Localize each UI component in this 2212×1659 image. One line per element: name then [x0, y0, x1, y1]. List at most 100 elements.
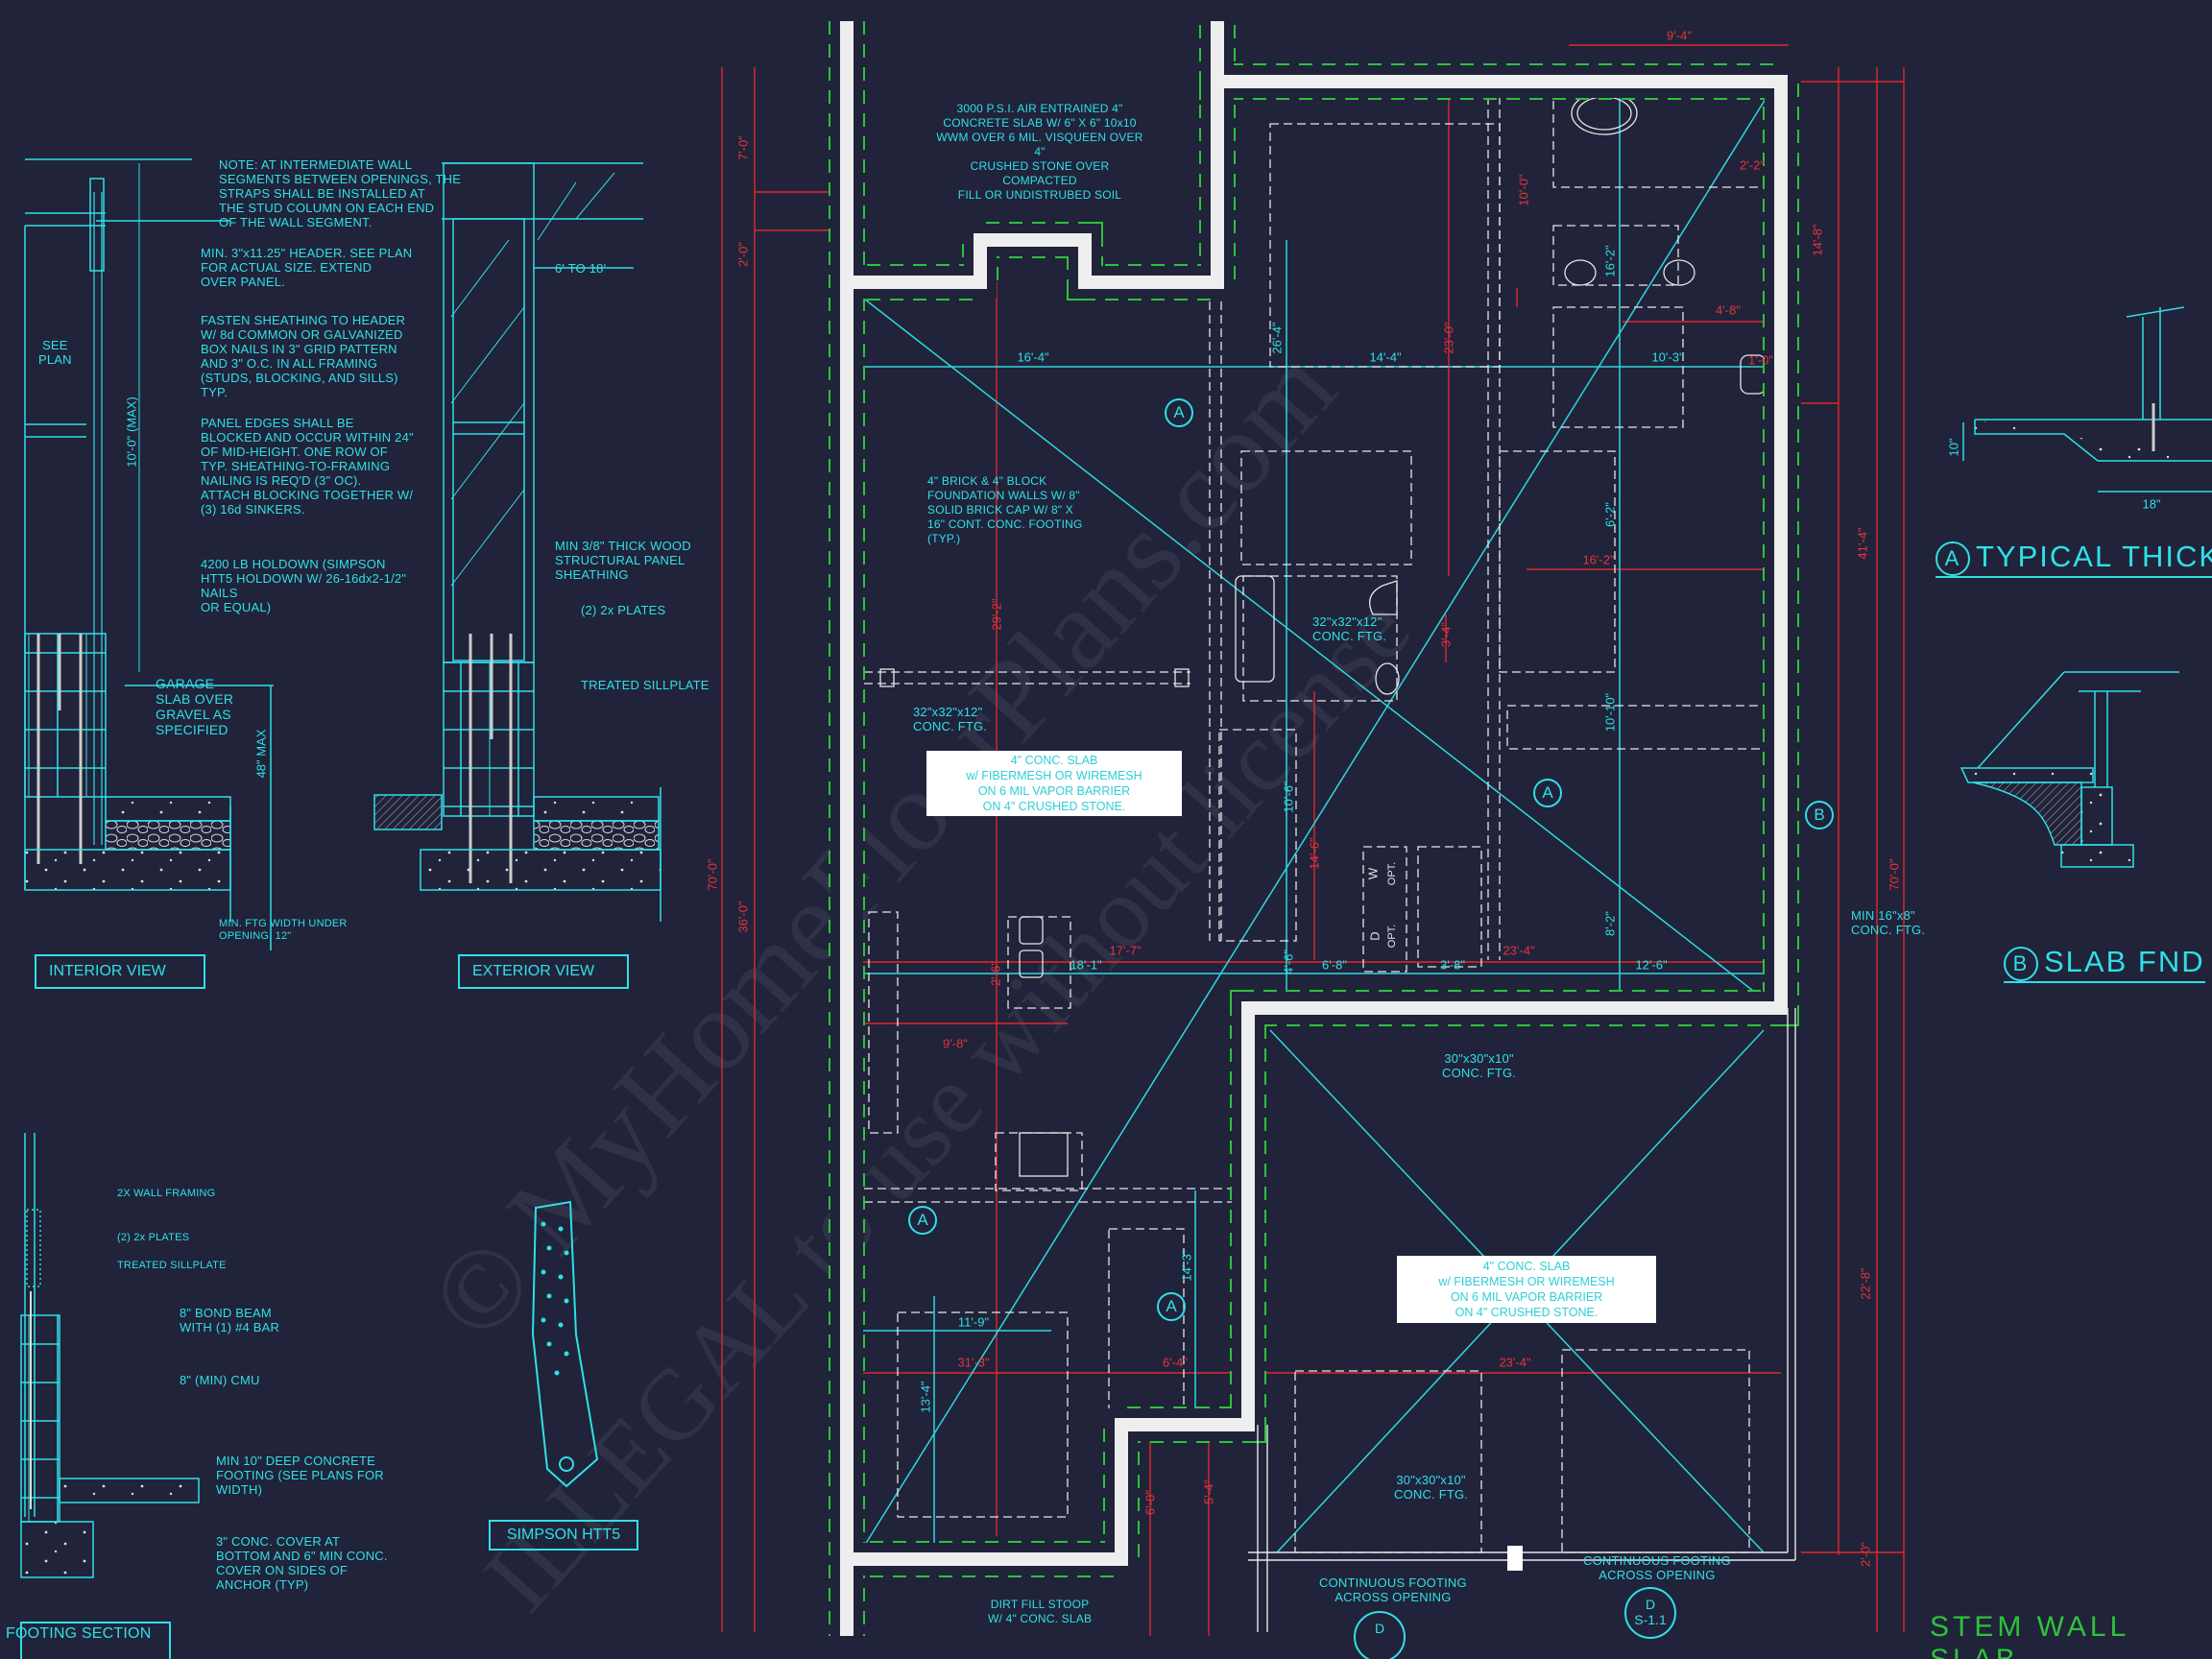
footing-section-label: FOOTING SECTION [6, 1625, 152, 1642]
dimension: 14'-8" [1810, 224, 1825, 256]
note-garage-slab: GARAGE SLAB OVER GRAVEL AS SPECIFIED [156, 676, 234, 737]
dimension: 18'-1" [1070, 957, 1102, 973]
detail-marker-letter: D [1374, 1621, 1385, 1636]
wall-height-dimension: 10'-0" (MAX) [124, 397, 139, 468]
dimension: 29'-2" [989, 598, 1004, 631]
note-header-size: MIN. 3"x11.25" HEADER. SEE PLAN FOR ACTU… [201, 246, 413, 289]
house-slab-note: 4" CONC. SLAB w/ FIBERMESH OR WIREMESH O… [926, 751, 1182, 816]
dimension: 4'-8" [1716, 302, 1741, 318]
exterior-view-label: EXTERIOR VIEW [472, 963, 595, 979]
dimension: 8'-2" [1602, 911, 1618, 936]
span-range-note: 6' TO 18' [555, 261, 607, 276]
dimension: 14'-3" [1179, 1249, 1194, 1282]
dimension: 22'-8" [1858, 1267, 1873, 1300]
dimension: 2'-0" [735, 242, 751, 267]
plumbing-fixtures [879, 91, 1767, 1177]
stoop-note: DIRT FILL STOOP W/ 4" CONC. SLAB [988, 1598, 1093, 1625]
interior-view-label: INTERIOR VIEW [49, 963, 166, 979]
note-fasten-sheathing: FASTEN SHEATHING TO HEADER W/ 8d COMMON … [201, 313, 406, 399]
note-bond-beam: 8" BOND BEAM WITH (1) #4 BAR [180, 1306, 280, 1334]
dimension: 6'-0" [1142, 1490, 1158, 1515]
garage-footing-top-note: 30"x30"x10" CONC. FTG. [1442, 1051, 1517, 1080]
dimension: 13'-4" [918, 1381, 933, 1413]
dimension: 36'-0" [735, 901, 751, 933]
washer-label: W [1365, 867, 1381, 880]
note-slab-spec: 3000 P.S.I. AIR ENTRAINED 4" CONCRETE SL… [936, 102, 1143, 202]
section-marker-a[interactable]: A [908, 1206, 937, 1235]
dimension: 6'-8" [1322, 957, 1347, 973]
dimension: 4'-6" [1281, 950, 1296, 974]
dimension: 3'-4" [1438, 622, 1454, 647]
foundation-walls [829, 21, 1799, 1636]
dimension: 70'-0" [1887, 858, 1902, 891]
dimension: 16'-2" [1602, 245, 1618, 277]
note-min-footing-width: MIN. FTG WIDTH UNDER OPENING: 12" [219, 918, 348, 942]
section-marker-b[interactable]: B [1805, 801, 1834, 830]
garage-footing-bottom-note: 30"x30"x10" CONC. FTG. [1394, 1473, 1469, 1502]
dimension: 1'-0" [1748, 352, 1773, 368]
note-2x-plates: (2) 2x PLATES [117, 1232, 190, 1243]
see-plan-note: SEE PLAN [38, 338, 72, 367]
interior-view-detail [24, 158, 274, 989]
dimension: 16'-4" [1017, 349, 1049, 365]
dimension: 11'-9" [957, 1314, 990, 1330]
stemwall-max-dimension: 48" MAX [253, 729, 269, 779]
dimension: 10'-0" [1516, 174, 1531, 206]
section-marker-a[interactable]: A [1157, 1292, 1186, 1321]
slab-fnd-title-text: SLAB FND [2044, 945, 2205, 978]
section-marker-a[interactable]: A [1165, 398, 1193, 427]
interior-layout [864, 85, 1767, 1553]
dimension: 14'-6" [1307, 837, 1322, 870]
note-concrete-cover: 3" CONC. COVER AT BOTTOM AND 6" MIN CONC… [216, 1534, 388, 1592]
dimension: 9'-8" [943, 1036, 968, 1051]
dimension: 26'-4" [1269, 322, 1285, 354]
footing-section-detail [20, 1133, 200, 1659]
typical-thickened-title-text: TYPICAL THICK [1976, 540, 2212, 573]
note-foundation-walls: 4" BRICK & 4" BLOCK FOUNDATION WALLS W/ … [927, 474, 1083, 545]
detail-marker-b: B [2004, 946, 2038, 981]
dimension: 70'-0" [705, 858, 720, 891]
detail-width-dimension: 18" [2142, 496, 2161, 512]
detail-depth-dimension: 10" [1946, 438, 1961, 457]
dimension: 2'-0" [1858, 1542, 1873, 1567]
dimension: 23'-4" [1499, 1355, 1531, 1370]
dryer-optional-label: OPT. [1386, 924, 1398, 949]
dimension: 31'-3" [957, 1355, 990, 1370]
exterior-view-detail [373, 162, 661, 989]
dimension: 6'-4" [1163, 1355, 1188, 1370]
simpson-strap-graphic [489, 1200, 638, 1551]
detail-marker-d-left[interactable]: D [1354, 1611, 1406, 1659]
note-treated-sillplate: TREATED SILLPLATE [581, 678, 709, 692]
garage-slab-note: 4" CONC. SLAB w/ FIBERMESH OR WIREMESH O… [1397, 1256, 1656, 1323]
note-holdown: 4200 LB HOLDOWN (SIMPSON HTT5 HOLDOWN W/… [201, 557, 407, 614]
detail-sheet-ref: S-1.1 [1634, 1612, 1667, 1627]
note-concrete-footing: MIN 10" DEEP CONCRETE FOOTING (SEE PLANS… [216, 1454, 384, 1497]
typical-thickened-detail [1962, 306, 2212, 493]
dimension: 5'-4" [1201, 1479, 1216, 1504]
dimension: 10'-3" [1651, 349, 1684, 365]
dimension: 10'-10" [1602, 692, 1618, 733]
dimension: 41'-4" [1855, 527, 1870, 560]
detail-marker-a: A [1936, 541, 1970, 576]
dimension: 10'-6" [1281, 781, 1296, 813]
dimension: 9'-4" [1667, 28, 1692, 43]
dimension: 2'-6" [988, 961, 1003, 986]
dimension: 3'-8" [1440, 957, 1465, 973]
dimension: 6'-2" [1602, 502, 1618, 527]
slab-fnd-detail [1960, 671, 2179, 868]
dimension-lines [721, 44, 1905, 1636]
section-marker-a[interactable]: A [1533, 779, 1562, 807]
note-strap-installation: NOTE: AT INTERMEDIATE WALL SEGMENTS BETW… [219, 157, 462, 229]
continuous-footing-right-note: CONTINUOUS FOOTING ACROSS OPENING [1583, 1553, 1731, 1582]
dimension: 7'-0" [735, 135, 751, 160]
pier-footing-right-note: 32"x32"x12" CONC. FTG. [1312, 614, 1387, 643]
dimension: 16'-2" [1582, 552, 1615, 567]
dimension: 2'-2" [1740, 157, 1765, 173]
sheet-title: STEM WALL SLAB [1930, 1611, 2129, 1659]
washer-optional-label: OPT. [1386, 861, 1398, 886]
